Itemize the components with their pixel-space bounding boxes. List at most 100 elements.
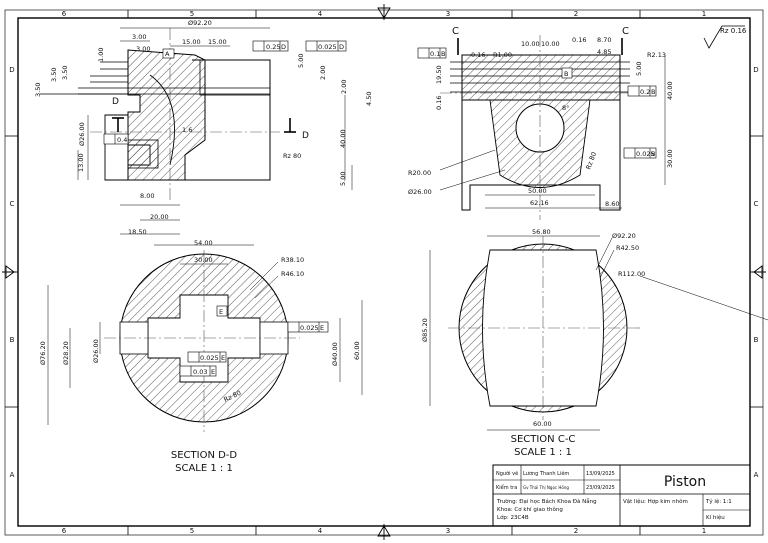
tb-drawn-date: 13/09/2025 <box>586 471 615 477</box>
tb-faculty: Khoa: Cơ khí giao thông <box>497 506 563 513</box>
section-cc-scale: SCALE 1 : 1 <box>514 447 572 458</box>
dim-cc-r2-13: R2.13 <box>647 51 666 59</box>
dim-dd-5-00a: 5.00 <box>297 54 305 68</box>
cut-d-left: D <box>112 97 119 107</box>
cut-d-right: D <box>302 131 309 141</box>
dim-cc-50-00: 50.00 <box>528 187 547 195</box>
datum-e: E <box>219 308 223 316</box>
dim-cc-0-16b: 0.16 <box>471 51 485 59</box>
dim-dd-2-00a: 2.00 <box>319 66 327 80</box>
tol-ddb-3-ref: E <box>211 368 215 376</box>
dim-ddb-26: Ø26.00 <box>92 339 100 363</box>
dim-cc-5-00: 5.00 <box>635 62 643 76</box>
tol-ddb-3: 0.03 <box>193 368 207 376</box>
dim-ddb-54: 54.00 <box>194 239 213 247</box>
surface-finish-label: Rz 0.16 <box>720 27 747 35</box>
tb-class: Lớp: 23C4B <box>497 514 529 521</box>
dim-ccb-60: 60.00 <box>533 420 552 428</box>
dim-ccb-r42: R42.50 <box>616 244 639 252</box>
view-dd-side: D D Ø92.20 3.00 15.00 15.00 3.00 1.00 3.… <box>34 19 373 236</box>
dim-cc-26-00: Ø26.00 <box>408 188 432 196</box>
zone-top-1: 1 <box>702 10 706 18</box>
tb-material: Vật liệu: Hợp kim nhôm <box>623 498 688 505</box>
tb-drawn-label: Người vẽ <box>496 470 518 477</box>
dim-cc-4-85: 4.85 <box>597 48 611 56</box>
zone-bottom-6: 6 <box>62 527 67 535</box>
dim-ddb-76: Ø76.20 <box>39 341 47 365</box>
tol-ddb-2: 0.025 <box>200 354 219 362</box>
dim-cc-19-50: 19.50 <box>435 65 443 84</box>
dim-ddb-30: 30.00 <box>194 256 213 264</box>
zone-top-4: 4 <box>318 10 323 18</box>
datum-a: A <box>165 50 170 58</box>
dim-cc-8-70: 8.70 <box>597 36 611 44</box>
dim-cc-10-00b: 10.00 <box>541 40 560 48</box>
zone-labels: 6 5 4 3 2 1 6 5 4 3 2 1 D C B A D C B A <box>9 10 758 535</box>
dim-dd-3-00a: 3.00 <box>132 33 146 41</box>
dim-dd-3-50b: 3.50 <box>61 66 69 80</box>
view-cc-side: C C 10.00 10.00 0.16 8.70 4.85 R2.13 0.1… <box>408 26 674 220</box>
zone-right-b: B <box>754 336 759 344</box>
centering-marks <box>2 4 766 540</box>
dim-ccb-92: Ø92.20 <box>612 232 636 240</box>
dim-cc-r20: R20.00 <box>408 169 431 177</box>
tol-ddb-1: 0.025 <box>300 324 319 332</box>
dim-dd-18-50: 18.50 <box>128 228 147 236</box>
datum-b: B <box>564 70 568 78</box>
dim-dd-8-00: 8.00 <box>140 192 154 200</box>
section-dd-title: SECTION D-D <box>171 450 238 461</box>
surface-finish-symbol: Rz 0.16 <box>703 25 747 49</box>
dim-dd-40-00: 40.00 <box>339 129 347 148</box>
zone-left-a: A <box>10 471 15 479</box>
dim-cc-0-16c: 0.16 <box>435 96 443 110</box>
zone-top-5: 5 <box>190 10 194 18</box>
dim-cc-40-00: 40.00 <box>666 81 674 100</box>
tol-cc-par2-ref: B <box>651 88 655 96</box>
tb-scale: Tỷ lệ: 1:1 <box>705 498 732 505</box>
dim-dd-26-00: Ø26.00 <box>78 122 86 146</box>
dim-cc-10-00a: 10.00 <box>521 40 540 48</box>
zone-left-c: C <box>10 200 15 208</box>
tb-check-date: 23/09/2025 <box>586 485 615 491</box>
dim-ddb-40: Ø40.00 <box>331 342 339 366</box>
tol-dd-cyl: 0.4 <box>117 136 127 144</box>
tol-dd-perp: 0.25 <box>266 43 280 51</box>
dim-dd-20-00: 20.00 <box>150 213 169 221</box>
zone-right-a: A <box>754 471 759 479</box>
tol-cc-par1: 0.1 <box>430 50 440 58</box>
dim-ddb-r38: R38.10 <box>281 256 304 264</box>
rz-cc-side: Rz 80 <box>584 151 598 171</box>
dim-cc-30-00: 30.00 <box>666 149 674 168</box>
dim-dd-92-20: Ø92.20 <box>188 19 212 27</box>
section-dd-scale: SCALE 1 : 1 <box>175 463 233 474</box>
dim-dd-15-00a: 15.00 <box>182 38 201 46</box>
dim-cc-8-60: 8.60 <box>605 200 619 208</box>
dim-ddb-60: 60.00 <box>353 341 361 360</box>
zone-right-d: D <box>753 66 758 74</box>
zone-left-b: B <box>10 336 15 344</box>
dim-cc-r1-00: R1.00 <box>493 51 512 59</box>
tol-ddb-1-ref: E <box>320 324 324 332</box>
zone-top-3: 3 <box>446 10 450 18</box>
zone-bottom-2: 2 <box>574 527 578 535</box>
tol-dd-par: 0.025 <box>318 43 337 51</box>
zone-bottom-1: 1 <box>702 527 706 535</box>
dim-ddb-28: Ø28.20 <box>62 341 70 365</box>
dim-cc-8deg: 8° <box>562 104 569 112</box>
zone-right-c: C <box>754 200 759 208</box>
rz-dd-side: Rz 80 <box>283 152 301 160</box>
dim-cc-0-16a: 0.16 <box>572 36 586 44</box>
title-block <box>492 464 751 527</box>
dim-dd-5-00b: 5.00 <box>339 172 347 186</box>
zone-bottom-4: 4 <box>318 527 323 535</box>
zone-top-6: 6 <box>62 10 67 18</box>
tol-ddb-2-ref: E <box>221 354 225 362</box>
tol-cc-par2: 0.2 <box>640 88 650 96</box>
cut-c-right: C <box>622 26 629 37</box>
tol-dd-perp-ref: D <box>281 43 286 51</box>
dim-dd-15-00b: 15.00 <box>208 38 227 46</box>
dim-dd-3-00b: 3.00 <box>136 45 150 53</box>
tol-dd-par-ref: D <box>339 43 344 51</box>
view-cc-bottom: 56.80 Ø92.20 R42.50 R112.00 Ø85.20 60.00… <box>421 228 768 458</box>
